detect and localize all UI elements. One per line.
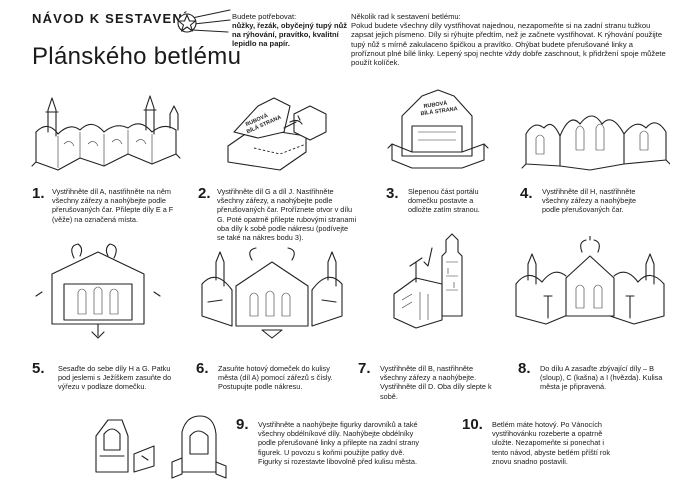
step-2-text: Vystřihněte díl G a díl J. Nastřihněte v… — [217, 187, 357, 243]
step-4-text: Vystřihněte díl H, nastřihněte všechny z… — [542, 187, 637, 215]
illustration-step-9 — [95, 415, 227, 479]
step-3-number: 3. — [386, 185, 399, 202]
step-10-number: 10. — [462, 416, 483, 433]
step-3-text: Slepenou část portálu domečku postavte a… — [408, 187, 480, 215]
step-5-text: Sesaďte do sebe díly H a G. Patku pod je… — [58, 364, 172, 392]
step-8-number: 8. — [518, 360, 531, 377]
step-1-number: 1. — [32, 185, 45, 202]
step-4-number: 4. — [520, 185, 533, 202]
materials-box: Budete potřebovat: nůžky, řezák, obyčejn… — [232, 12, 350, 48]
illustration-step-5 — [35, 243, 161, 339]
title-small: NÁVOD K SESTAVENÍ — [32, 11, 188, 26]
illustration-step-6 — [201, 247, 343, 339]
step-7-number: 7. — [358, 360, 371, 377]
label-rubova-2: RUBOVÁ — [423, 100, 448, 110]
step-9-text: Vystřihněte a naohýbejte figurky darovní… — [258, 420, 420, 466]
tips-box: Několik rad k sestavení betlému: Pokud b… — [351, 12, 667, 67]
step-6-number: 6. — [196, 360, 209, 377]
title-big: Plánského betlému — [32, 43, 242, 70]
illustration-step-4 — [521, 115, 670, 171]
tips-heading: Několik rad k sestavení betlému: — [351, 12, 461, 21]
step-6-text: Zasuňte hotový domeček do kulisy města (… — [218, 364, 333, 392]
illustration-step-3: RUBOVÁ BÍLÁ STRANA — [387, 89, 489, 169]
illustration-step-1 — [31, 95, 181, 171]
materials-intro: Budete potřebovat: — [232, 12, 297, 21]
illustration-step-8 — [515, 236, 665, 325]
tips-text: Pokud budete všechny díly vystřihovat na… — [351, 21, 666, 68]
comet-star-icon — [177, 9, 231, 33]
step-5-number: 5. — [32, 360, 45, 377]
step-2-number: 2. — [198, 185, 211, 202]
step-1-text: Vystřihněte díl A, nastřihněte na něm vš… — [52, 187, 174, 224]
step-7-text: Vystřihněte díl B, nastřihněte všechny z… — [380, 364, 492, 401]
illustration-step-2: RUBOVÁ BÍLÁ STRANA — [227, 97, 327, 171]
materials-list: nůžky, řezák, obyčejný tupý nůž na rýhov… — [232, 21, 348, 48]
step-9-number: 9. — [236, 416, 249, 433]
step-8-text: Do dílu A zasaďte zbývající díly – B (sl… — [540, 364, 663, 392]
illustration-step-7 — [393, 233, 463, 329]
step-10-text: Betlém máte hotový. Po Vánocích vystřiho… — [492, 420, 611, 466]
